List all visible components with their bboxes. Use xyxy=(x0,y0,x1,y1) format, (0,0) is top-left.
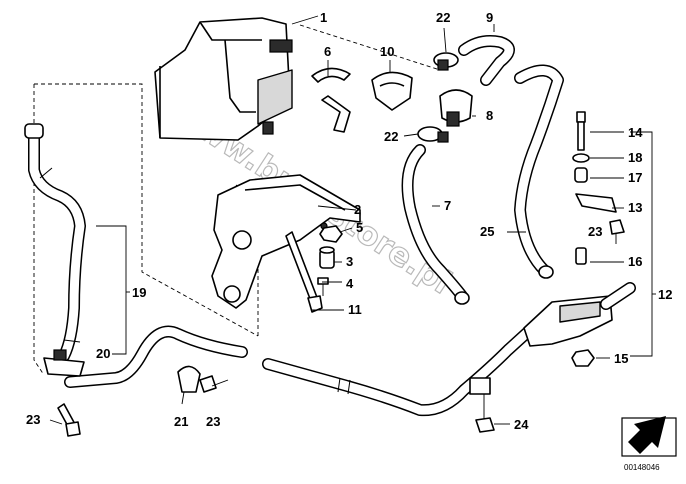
hose-clamp-22-lower xyxy=(417,126,449,143)
leader-lines xyxy=(49,15,656,425)
rubber-mount xyxy=(319,246,335,269)
callout-5: 5 xyxy=(356,220,363,235)
bolt-14 xyxy=(576,111,586,151)
callout-17: 17 xyxy=(628,170,642,185)
callout-23-right: 23 xyxy=(588,224,602,239)
callout-10: 10 xyxy=(380,44,394,59)
mounting-bracket xyxy=(211,174,361,309)
rubber-mount-16 xyxy=(575,247,587,265)
callout-2: 2 xyxy=(354,202,361,217)
bolt-11 xyxy=(285,231,323,313)
nut-5 xyxy=(319,225,343,243)
callout-1: 1 xyxy=(320,10,327,25)
callout-11: 11 xyxy=(348,302,362,317)
callout-22-upper: 22 xyxy=(436,10,450,25)
callout-15: 15 xyxy=(614,351,628,366)
flange-20 xyxy=(43,349,85,377)
spacer-17 xyxy=(574,167,588,183)
screw-23-middle xyxy=(199,375,229,393)
callout-4: 4 xyxy=(346,276,354,291)
callout-8: 8 xyxy=(486,108,493,123)
clip-6 xyxy=(311,67,351,133)
diagram-code: 00148046 xyxy=(624,463,660,472)
callout-13: 13 xyxy=(628,200,642,215)
hose-9 xyxy=(458,35,515,86)
washer-18 xyxy=(572,153,590,163)
hose-25 xyxy=(514,64,564,279)
muffler-12 xyxy=(523,282,636,347)
callout-9: 9 xyxy=(486,10,493,25)
screw-23-left xyxy=(57,403,81,437)
callout-labels: 1 2 3 4 5 6 7 8 9 10 11 12 13 14 15 16 1… xyxy=(26,10,672,432)
callout-18: 18 xyxy=(628,150,642,165)
direction-arrow-box xyxy=(621,416,677,457)
callout-25: 25 xyxy=(480,224,494,239)
callout-7: 7 xyxy=(444,198,451,213)
callout-3: 3 xyxy=(346,254,353,269)
hose-clamp-10 xyxy=(371,71,413,111)
exhaust-pipe xyxy=(64,324,536,417)
hose-7 xyxy=(401,144,470,305)
nut-15 xyxy=(571,349,595,367)
callout-14: 14 xyxy=(628,125,643,140)
screw-4 xyxy=(317,277,329,296)
clamp-21 xyxy=(177,365,201,405)
callout-23-left: 23 xyxy=(26,412,40,427)
callout-12: 12 xyxy=(658,287,672,302)
screw-23-right xyxy=(609,219,625,244)
callout-6: 6 xyxy=(324,44,331,59)
callout-22-lower: 22 xyxy=(384,129,398,144)
auxiliary-heater-unit xyxy=(154,17,293,141)
valve-8 xyxy=(439,89,473,127)
exhaust-mount-24 xyxy=(469,377,495,433)
callout-23-middle: 23 xyxy=(206,414,220,429)
callout-21: 21 xyxy=(174,414,188,429)
callout-20: 20 xyxy=(96,346,110,361)
callout-16: 16 xyxy=(628,254,642,269)
callout-19: 19 xyxy=(132,285,146,300)
hose-clamp-22-upper xyxy=(433,52,459,71)
hose-19 xyxy=(24,123,86,362)
callout-24: 24 xyxy=(514,417,529,432)
bracket-13 xyxy=(575,193,617,213)
